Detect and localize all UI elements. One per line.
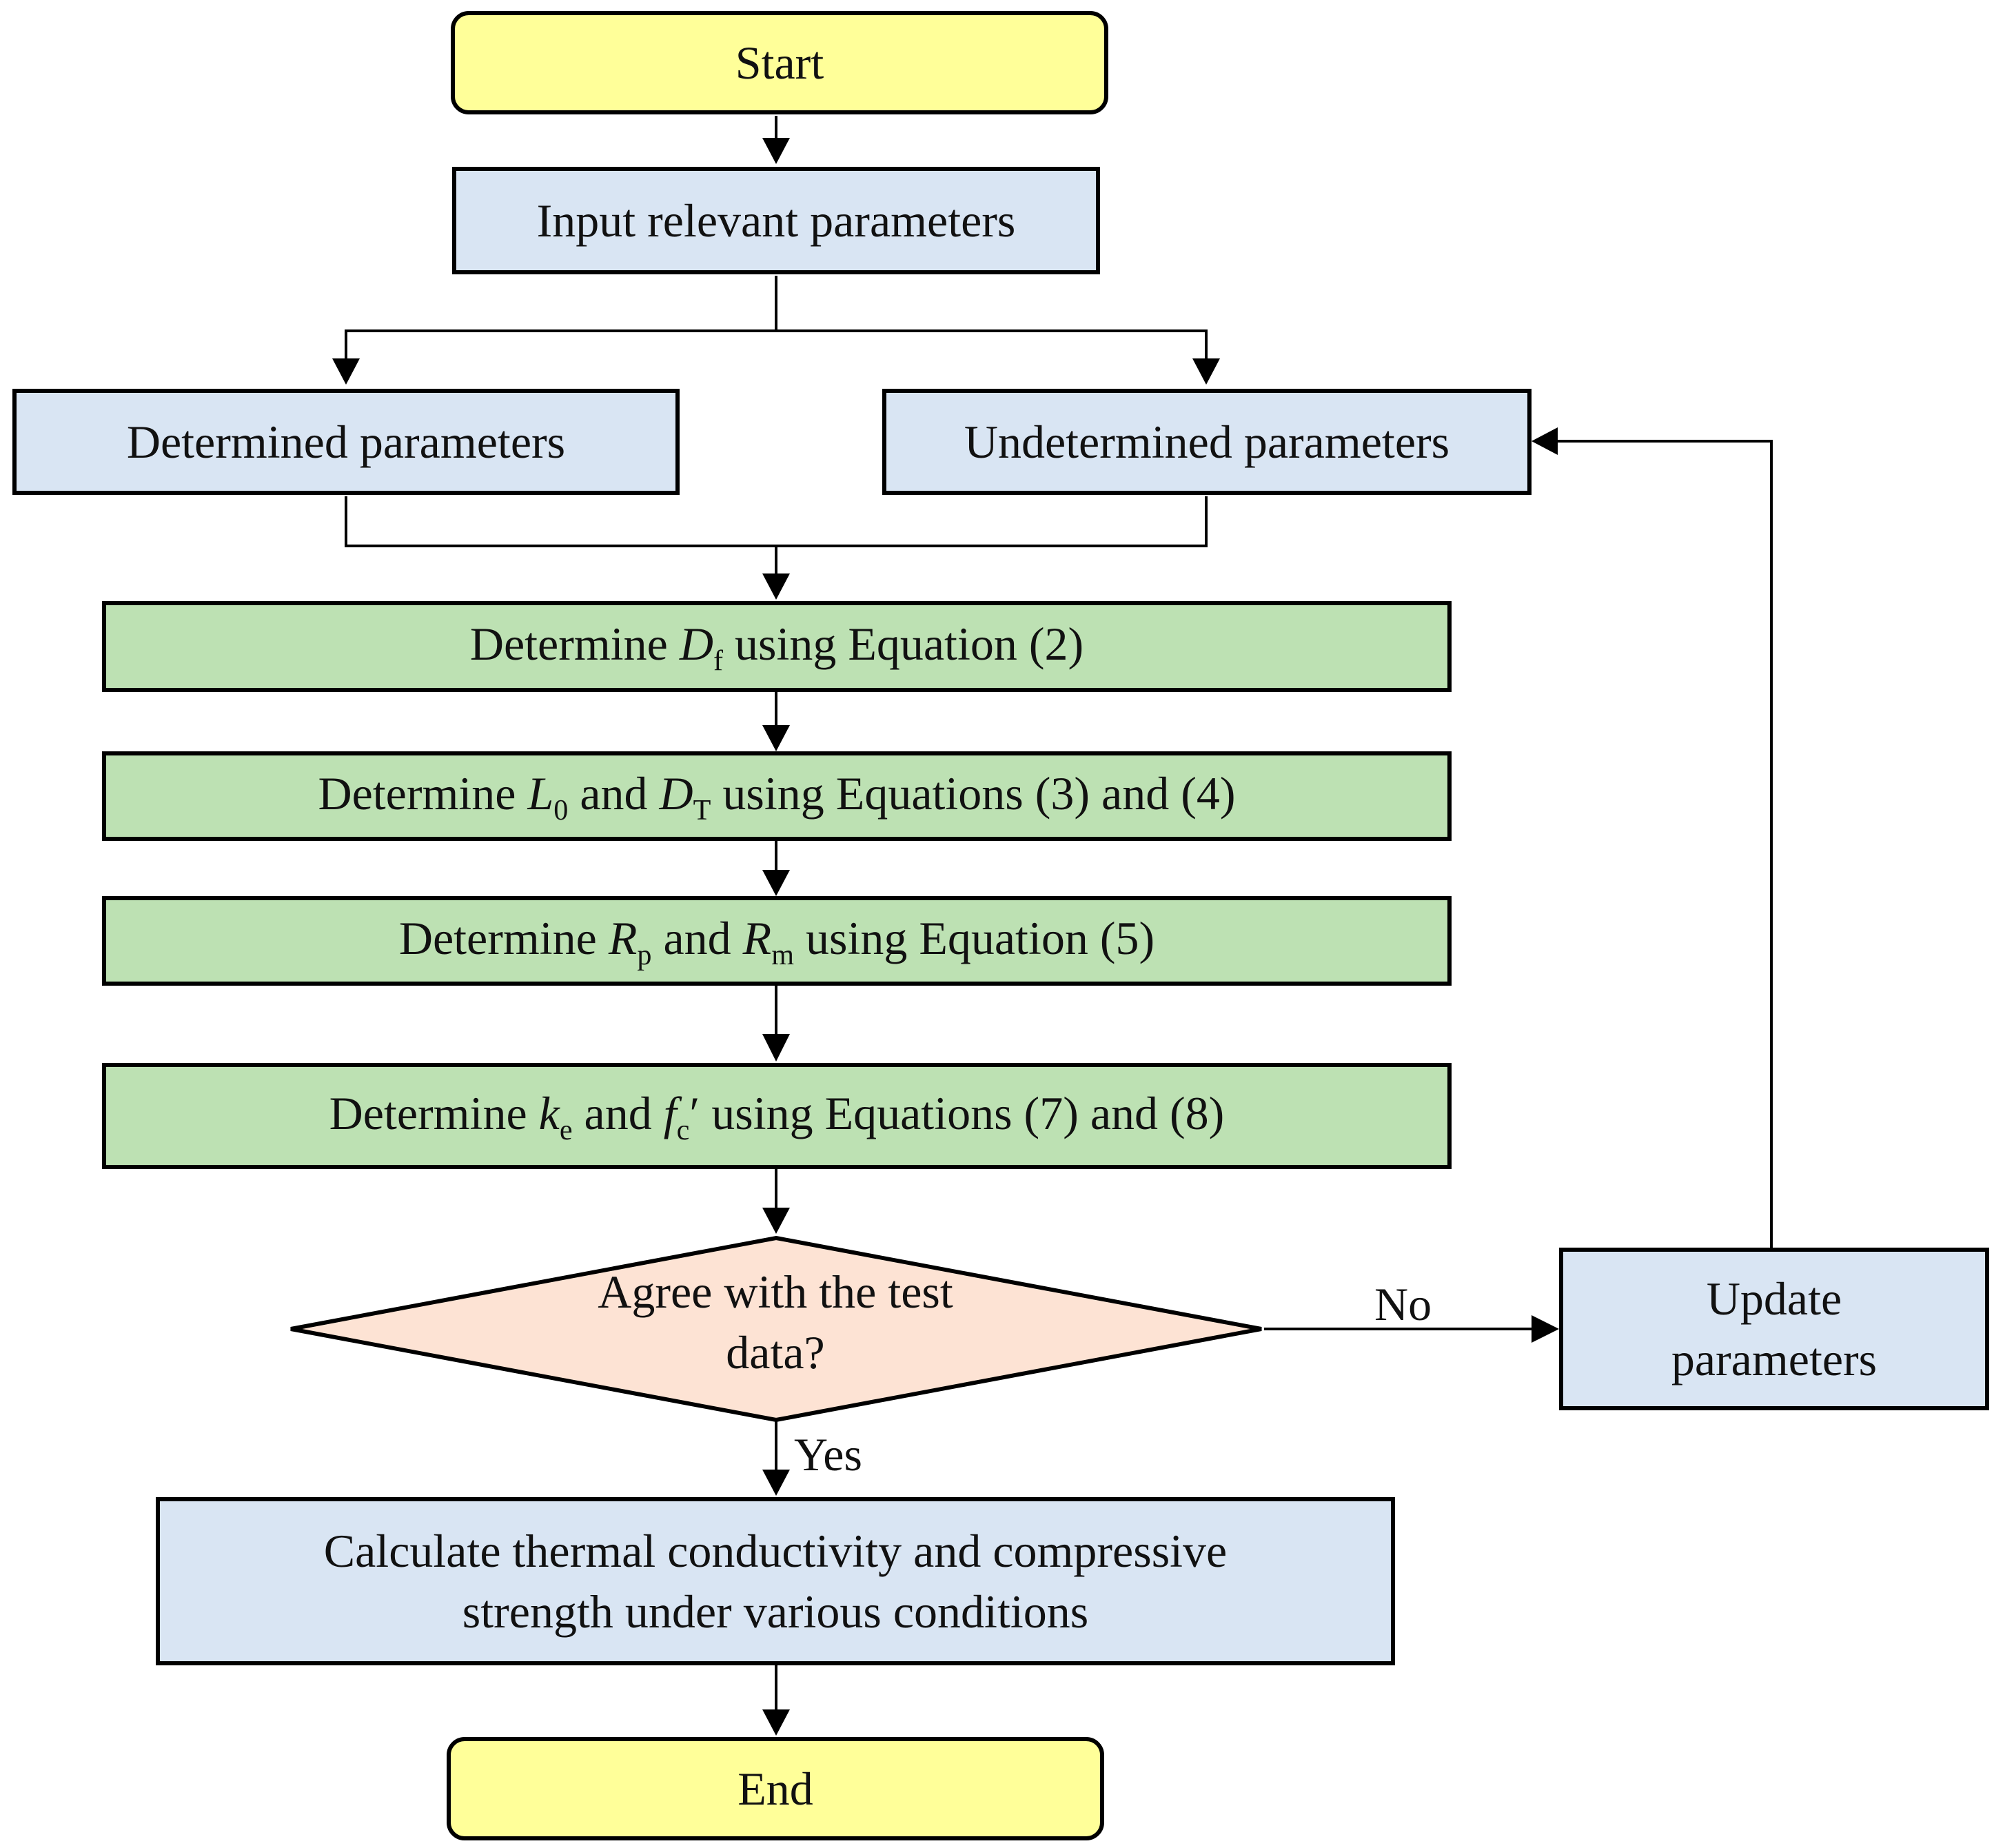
determine-rp-rm-label: Determine Rp and Rm using Equation (5) (398, 911, 1155, 971)
decision-label: Agree with the test data? (414, 1261, 1137, 1383)
determine-df-node: Determine Df using Equation (2) (102, 601, 1452, 692)
connector-input-split-right (776, 329, 1208, 358)
update-line-2: parameters (1671, 1333, 1878, 1385)
decision-diamond (290, 1235, 1262, 1423)
input-parameters-node: Input relevant parameters (452, 167, 1100, 274)
determine-l0-dt-label: Determine L0 and DT using Equations (3) … (318, 766, 1236, 826)
end-label: End (737, 1762, 813, 1815)
calculate-line-2: strength under various conditions (462, 1585, 1089, 1638)
decision-line-1: Agree with the test (598, 1266, 953, 1318)
update-parameters-node: Update parameters (1559, 1248, 1989, 1410)
calculate-line-1: Calculate thermal conductivity and compr… (323, 1524, 1228, 1577)
determine-ke-fc-node: Determine ke and fc′ using Equations (7)… (102, 1063, 1452, 1169)
undetermined-parameters-node: Undetermined parameters (882, 389, 1532, 495)
determine-ke-fc-label: Determine ke and fc′ using Equations (7)… (329, 1086, 1225, 1146)
input-parameters-label: Input relevant parameters (536, 194, 1016, 247)
start-label: Start (735, 36, 824, 89)
no-branch-label: No (1374, 1278, 1432, 1330)
determine-l0-dt-node: Determine L0 and DT using Equations (3) … (102, 751, 1452, 841)
calculate-node: Calculate thermal conductivity and compr… (156, 1497, 1395, 1665)
start-node: Start (451, 11, 1108, 114)
end-node: End (447, 1737, 1104, 1840)
connector-loop-back (1558, 440, 1773, 1248)
determine-rp-rm-node: Determine Rp and Rm using Equation (5) (102, 896, 1452, 986)
connector-merge (345, 496, 1208, 547)
determined-parameters-node: Determined parameters (12, 389, 680, 495)
undetermined-parameters-label: Undetermined parameters (964, 415, 1450, 468)
update-line-1: Update (1706, 1272, 1842, 1325)
decision-line-2: data? (726, 1326, 825, 1379)
yes-branch-label: Yes (794, 1428, 862, 1481)
determined-parameters-label: Determined parameters (126, 415, 566, 468)
determine-df-label: Determine Df using Equation (2) (469, 617, 1084, 677)
connector-input-split (345, 276, 777, 358)
